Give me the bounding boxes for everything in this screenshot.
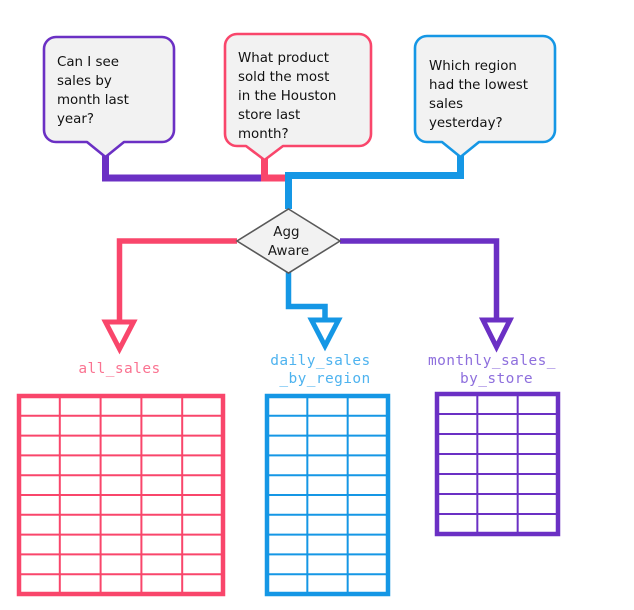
table-label-daily-sales-by-region: daily_sales _by_region	[270, 353, 380, 387]
arrowhead-all-sales	[101, 319, 138, 355]
speech-bubble-text: Which region had the lowest sales yester…	[429, 59, 532, 131]
table-grid-monthly-sales-by-store[interactable]	[434, 391, 561, 537]
table-grid-all-sales[interactable]	[16, 393, 226, 597]
connector-layer	[101, 152, 515, 355]
table-outline	[434, 391, 561, 537]
connector-router-to-all-sales	[116, 238, 237, 322]
agg-aware-node[interactable]: Agg Aware	[235, 208, 342, 274]
speech-bubble-lowest-region[interactable]: Which region had the lowest sales yester…	[413, 34, 557, 159]
arrowhead-daily-sales	[307, 317, 343, 352]
connector-bus-blue	[285, 152, 464, 209]
speech-bubble-shape	[42, 35, 176, 159]
connector-bus-purple	[102, 152, 268, 182]
connector-router-to-monthly-sales	[340, 238, 500, 320]
arrowhead-monthly-sales	[478, 317, 515, 353]
speech-bubble-shape	[413, 34, 557, 159]
speech-bubble-top-product-houston[interactable]: What product sold the most in the Housto…	[223, 32, 373, 162]
speech-bubble-text: What product sold the most in the Housto…	[238, 51, 341, 142]
speech-bubble-text: Can I see sales by month last year?	[57, 55, 133, 127]
connector-router-to-daily-sales	[285, 272, 328, 320]
speech-bubble-shape	[223, 32, 373, 162]
table-label-all-sales: all_sales	[78, 361, 160, 377]
table-grid-daily-sales-by-region[interactable]	[264, 393, 391, 597]
table-label-monthly-sales-by-store: monthly_sales_ by_store	[428, 353, 565, 387]
diamond-shape	[235, 208, 342, 274]
agg-aware-label: Agg Aware	[268, 225, 309, 259]
speech-bubble-sales-by-month[interactable]: Can I see sales by month last year?	[42, 35, 176, 159]
